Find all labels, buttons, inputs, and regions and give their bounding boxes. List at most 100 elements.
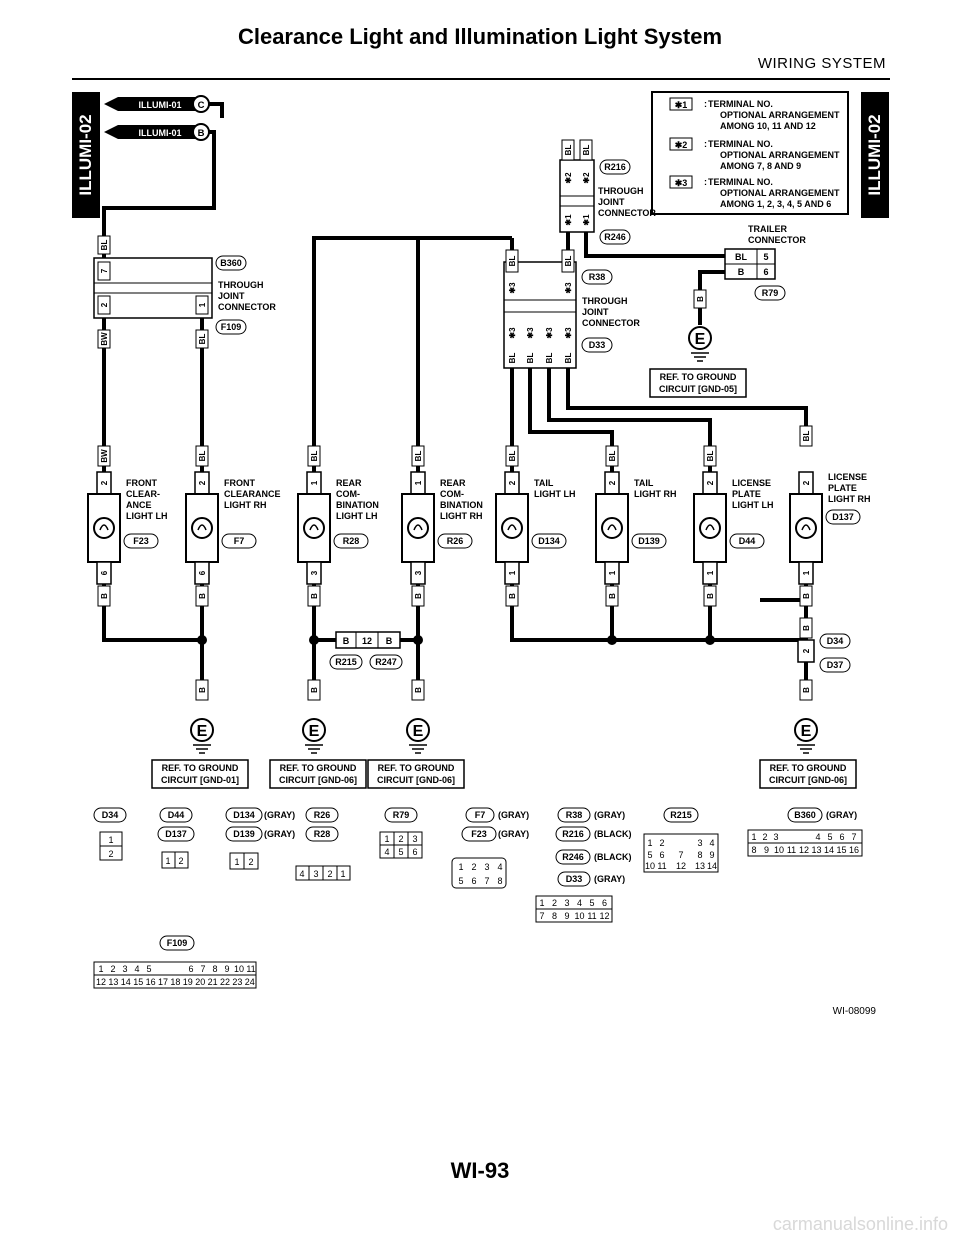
b360-pin: 15 [836, 845, 846, 855]
lamp-name-line: PLATE [828, 483, 857, 493]
r38-pin: 12 [599, 911, 609, 921]
cv-d33-color: (GRAY) [594, 874, 625, 884]
b360-right-wire: BL [198, 334, 207, 345]
lamp-bot-wire: B [706, 593, 715, 599]
gnd-ref-06a-b: CIRCUIT [GND-06] [279, 775, 357, 785]
lamp-top-wire: BL [310, 451, 319, 462]
b360-pin: 10 [774, 845, 784, 855]
d137-top-bl: BL [802, 431, 811, 442]
ground-icon: E [190, 718, 214, 754]
lamp-id-box [437, 533, 473, 549]
cv-d134-id: D134 [233, 810, 255, 820]
svg-text::: : [704, 99, 707, 109]
cv-r79-pin1: 1 [384, 834, 389, 844]
cv-r38-color: (GRAY) [594, 810, 625, 820]
lamp-bot-wire-box [605, 585, 619, 607]
legend-mark-3: ✱3 [675, 178, 688, 188]
legend-mark-2: ✱2 [675, 140, 688, 150]
r247-id: R247 [375, 657, 397, 667]
b360-pin: 2 [762, 832, 767, 842]
ground-letter: E [695, 331, 706, 348]
lamp-bot-wire-box [505, 585, 519, 607]
lamp-bot-wire-box [97, 585, 111, 607]
cv-f109-id: F109 [167, 938, 188, 948]
lamp-bot-pin: 6 [198, 570, 207, 575]
lamp-name-line: TAIL [534, 478, 554, 488]
d34-id: D34 [827, 636, 844, 646]
lamp-top-wire: BL [414, 451, 423, 462]
r246-id: R246 [604, 232, 626, 242]
b360-pin: 8 [751, 845, 756, 855]
d33-mark-4: ✱3 [564, 327, 573, 339]
f109-pin: 24 [245, 977, 255, 987]
r38-pin: 10 [574, 911, 584, 921]
lamp-bot-pin: 3 [414, 570, 423, 575]
b360-pin: 4 [815, 832, 820, 842]
f109-pin: 6 [188, 964, 193, 974]
bulb-icon [93, 517, 115, 539]
side-tab-right: ILLUMI-02 [861, 92, 889, 218]
ground-circle [406, 718, 430, 742]
trailer-name-2: CONNECTOR [748, 235, 806, 245]
d33-mark-2: ✱3 [526, 327, 535, 339]
b360-pin: 5 [827, 832, 832, 842]
lamp-top-wire-box [703, 445, 717, 467]
r215-pin: 12 [676, 861, 686, 871]
b360-name-1: THROUGH [218, 280, 264, 290]
gnd-ref-05-a: REF. TO GROUND [660, 372, 737, 382]
ground-icon: E [302, 718, 326, 754]
bulb-filament [413, 524, 423, 531]
cv-d44-id: D44 [168, 810, 185, 820]
r216-wire-l: BL [564, 145, 573, 156]
lamp-name-line: LIGHT RH [224, 500, 267, 510]
r216-wire-r: BL [582, 145, 591, 156]
ground-circle [302, 718, 326, 742]
lamp-bot-pin-box [306, 561, 322, 585]
f7-pin: 1 [458, 862, 463, 872]
ref-b-letter: B [198, 128, 205, 139]
bulb-filament [705, 524, 715, 531]
inline-right: B [386, 636, 393, 646]
lamp-name-line: PLATE [732, 489, 761, 499]
bulb-icon [601, 517, 623, 539]
joint-connector-b360: 7 2 1 [93, 257, 213, 319]
ground-wire-labels: B B B [195, 679, 425, 701]
lamp-name-line: BINATION [440, 500, 483, 510]
r216-name-3: CONNECTOR [598, 208, 656, 218]
f109-pin: 2 [110, 964, 115, 974]
cv-r26-pin2: 2 [327, 869, 332, 879]
ground-circle [190, 718, 214, 742]
f109-pin: 19 [183, 977, 193, 987]
r215-id: R215 [335, 657, 357, 667]
lamp-name-line: LIGHT LH [126, 511, 168, 521]
lamp-name-line: LIGHT RH [634, 489, 677, 499]
junction-dots [197, 595, 811, 645]
f109-pin: 23 [232, 977, 242, 987]
f109-pin: 16 [146, 977, 156, 987]
cv-d139-id: D139 [233, 829, 255, 839]
cv-r79-pin5: 5 [398, 847, 403, 857]
b360-pin: 9 [764, 845, 769, 855]
lamp-top-wire: BL [508, 451, 517, 462]
lamp-name-line: TAIL [634, 478, 654, 488]
d34-connector: B 2 B D34 D37 [797, 617, 851, 701]
r246-mark-r: ✱1 [582, 214, 591, 226]
r215-pin: 8 [697, 850, 702, 860]
b360-name-2: JOINT [218, 291, 245, 301]
legend-text-2b: OPTIONAL ARRANGEMENT [720, 150, 840, 160]
lamp-top-wire: BL [608, 451, 617, 462]
lamp-bot-pin-box [194, 561, 210, 585]
r38-wire-l: BL [508, 256, 517, 267]
r216-mark-r: ✱2 [582, 172, 591, 184]
b360-left-pin: 2 [100, 302, 109, 307]
f109-pin: 8 [212, 964, 217, 974]
cv-d137-id: D137 [165, 829, 187, 839]
connector-views: D34 1 2 D44 D137 1 2 D134 (GRAY) D139 (G… [93, 807, 529, 889]
lamp-id: D134 [538, 536, 560, 546]
f109-pin: 20 [195, 977, 205, 987]
lamp-id: R26 [447, 536, 464, 546]
svg-text::: : [704, 177, 707, 187]
